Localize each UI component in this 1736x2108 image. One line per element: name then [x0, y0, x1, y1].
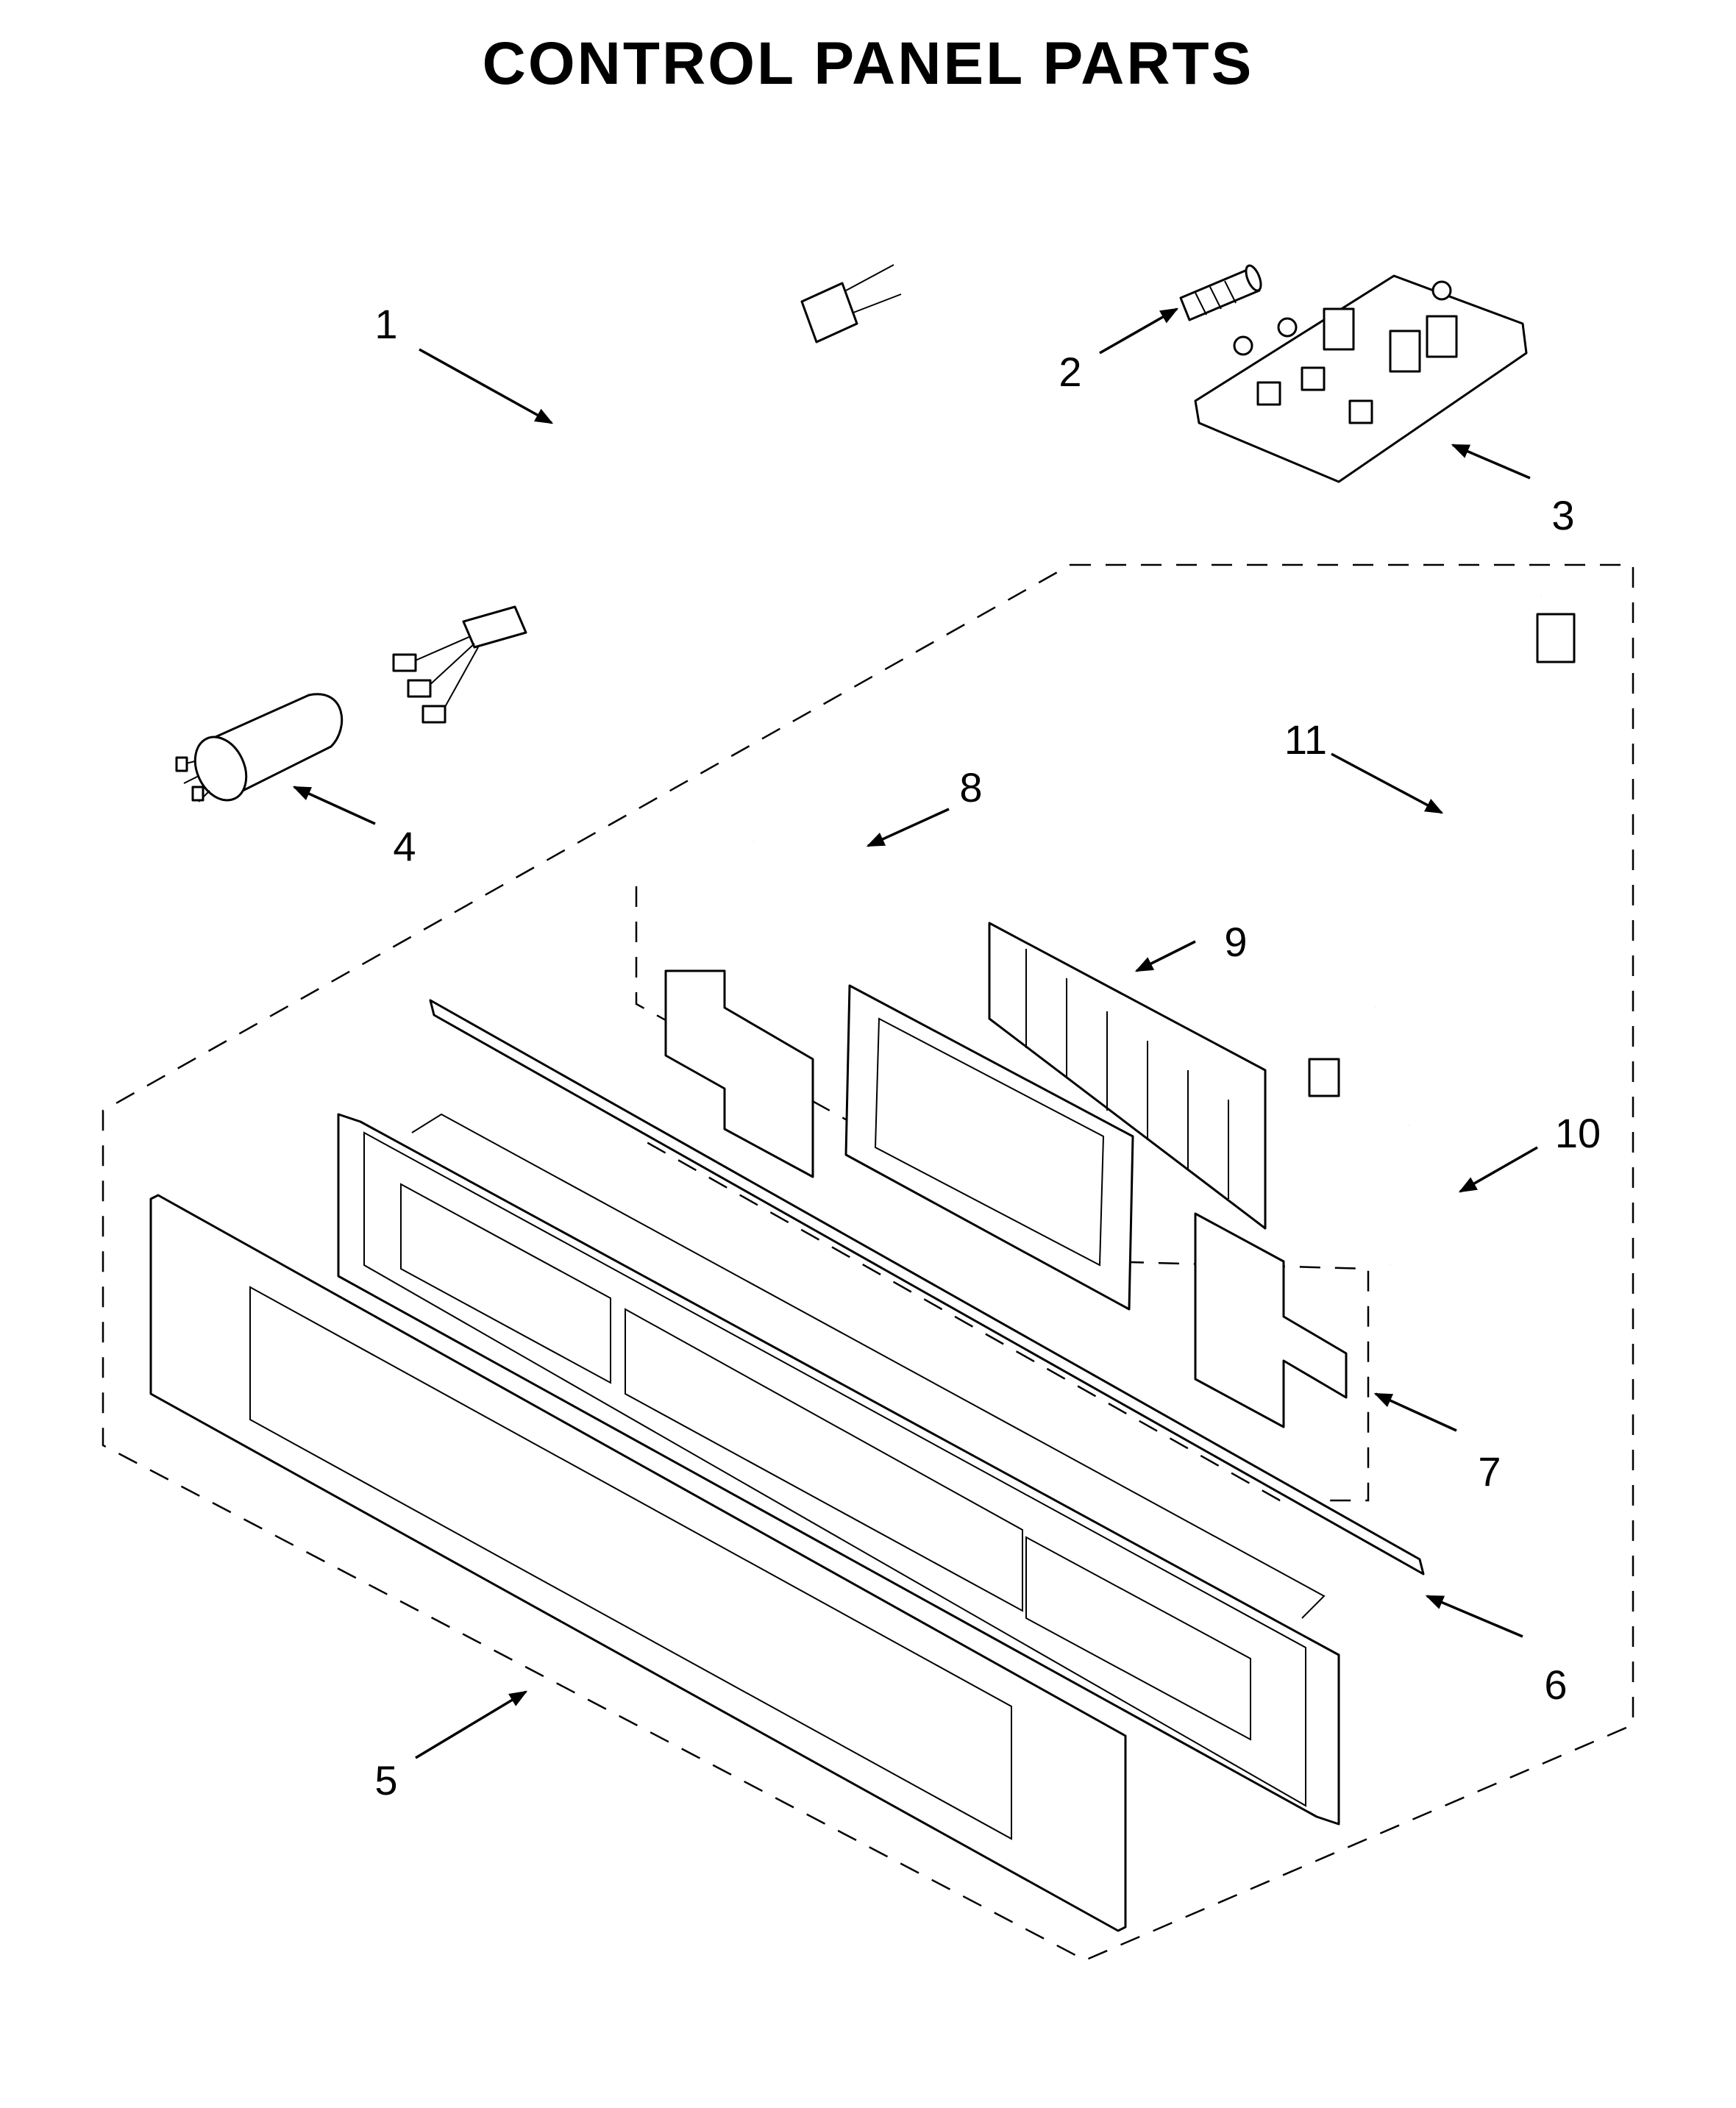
diagram-title: CONTROL PANEL PARTS — [482, 30, 1254, 97]
callout-1: 1 — [374, 301, 397, 347]
capacitor-icon — [175, 693, 344, 802]
callout-9: 9 — [1224, 919, 1247, 965]
callout-6: 6 — [1544, 1662, 1567, 1708]
ribbon-cable-2-icon — [1388, 1123, 1452, 1291]
callout-2: 2 — [1059, 349, 1081, 395]
callout-arrows — [292, 307, 1538, 1759]
ribbon-cable-icon — [752, 823, 883, 952]
callout-7: 7 — [1478, 1448, 1501, 1495]
callout-11: 11 — [1284, 716, 1327, 763]
display-housing-icon — [844, 984, 1134, 1311]
callout-4: 4 — [393, 823, 416, 869]
touch-board-icon — [664, 969, 1348, 1428]
control-board-icon — [1194, 274, 1528, 483]
overlay-label-icon — [988, 922, 1267, 1230]
assembly-boundary-line — [102, 563, 1634, 1962]
callout-3: 3 — [1551, 492, 1574, 538]
callout-5: 5 — [374, 1757, 397, 1803]
wire-harness-icon — [1308, 594, 1576, 1097]
control-panel-frame-icon — [337, 999, 1425, 1826]
callout-10: 10 — [1555, 1110, 1601, 1156]
callout-8: 8 — [959, 764, 982, 811]
power-cord-icon — [392, 264, 902, 724]
control-panel-glass-icon — [149, 1194, 1127, 1932]
fuse-icon — [1179, 264, 1262, 321]
touch-board-boundary-line — [635, 886, 1370, 1502]
